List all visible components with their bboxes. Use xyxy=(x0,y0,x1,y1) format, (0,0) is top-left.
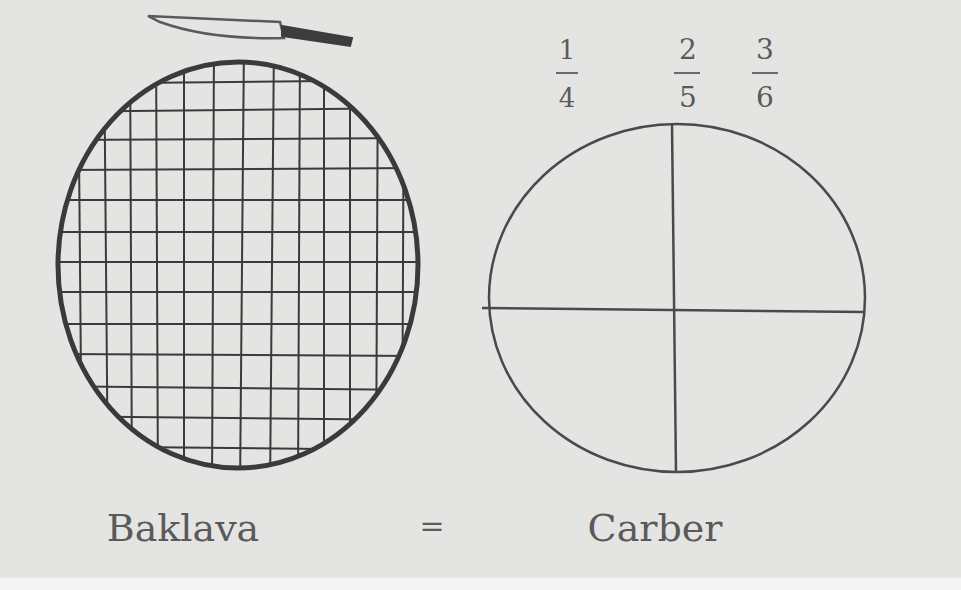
fraction-denominator: 6 xyxy=(756,84,774,112)
fraction-numerator: 3 xyxy=(756,36,774,64)
fraction-numerator: 1 xyxy=(559,37,576,63)
fraction-bar xyxy=(752,72,778,74)
equals-sign: = xyxy=(419,511,444,541)
carber-circle xyxy=(489,124,865,472)
fraction-bar xyxy=(674,72,700,74)
fraction-denominator: 5 xyxy=(679,84,697,112)
figure-name: Baklava xyxy=(107,509,260,547)
paper xyxy=(0,0,961,578)
fraction-numerator: 2 xyxy=(679,36,697,64)
vertical-divider xyxy=(672,124,676,472)
horizontal-divider xyxy=(482,308,865,312)
knife xyxy=(148,16,352,46)
fraction-denominator: 4 xyxy=(559,85,576,111)
paper-edge xyxy=(0,578,961,590)
baklava-circle xyxy=(58,62,418,468)
grid-lines xyxy=(40,40,430,490)
figure-name: Carber xyxy=(588,509,723,547)
fraction-bar xyxy=(556,72,578,74)
